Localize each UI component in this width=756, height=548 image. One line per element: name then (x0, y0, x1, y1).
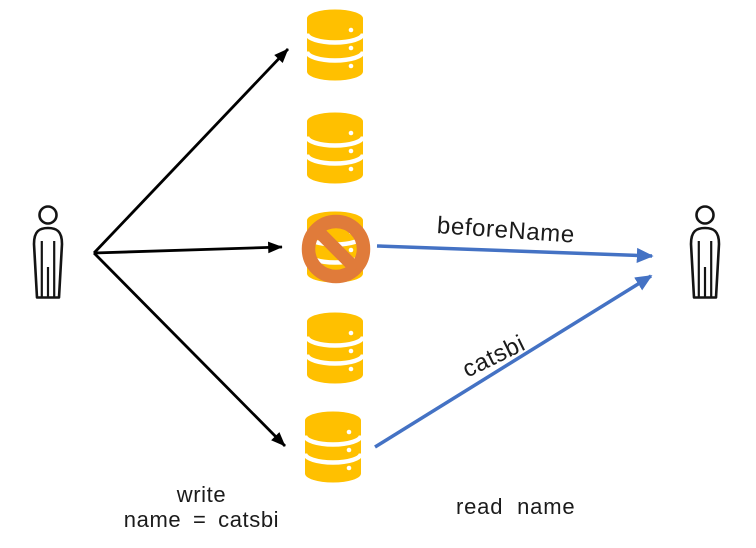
database-icon-1 (307, 10, 363, 81)
person-icon-reader (689, 205, 721, 299)
prohibition-ring (301, 214, 371, 284)
label-write-action: write (176, 482, 227, 507)
read-arrow-before-name (376, 244, 654, 264)
prohibition-slash (311, 224, 361, 274)
write-arrow-top (92, 48, 290, 254)
write-arrow-middle (93, 241, 283, 255)
database-icon-4 (307, 313, 363, 384)
read-arrow-catsbi (374, 274, 653, 449)
label-read-action: read name (456, 494, 576, 519)
database-icon-5 (305, 412, 361, 483)
database-icon-2 (307, 113, 363, 184)
person-icon-writer (32, 205, 64, 299)
prohibition-icon (301, 214, 371, 284)
label-write-assignment: name = catsbi (123, 507, 280, 532)
write-arrow-bottom (93, 252, 286, 447)
